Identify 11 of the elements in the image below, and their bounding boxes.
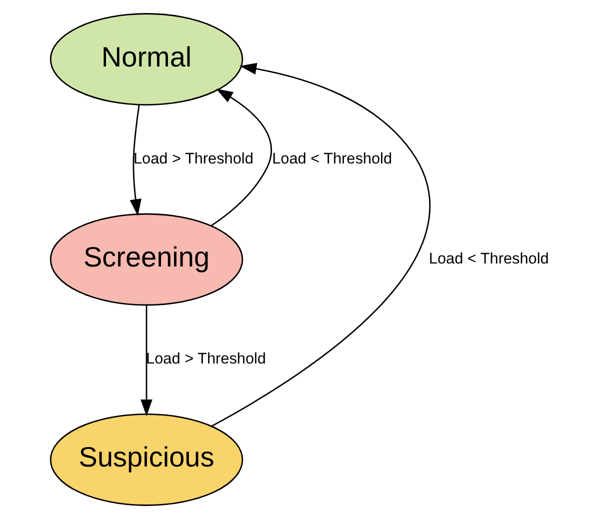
edge-label: Load < Threshold (272, 150, 392, 168)
arrow (210, 88, 272, 226)
node-ellipse: Screening (49, 213, 243, 306)
arrow (129, 105, 141, 216)
node-ellipse: Suspicious (49, 414, 243, 506)
edge-label: Load < Threshold (428, 250, 548, 268)
arrow (140, 305, 152, 416)
arrow (210, 62, 430, 427)
edge-label: Load > Threshold (146, 350, 266, 368)
node-ellipse: Normal (49, 13, 243, 106)
edge-label: Load > Threshold (132, 150, 253, 168)
